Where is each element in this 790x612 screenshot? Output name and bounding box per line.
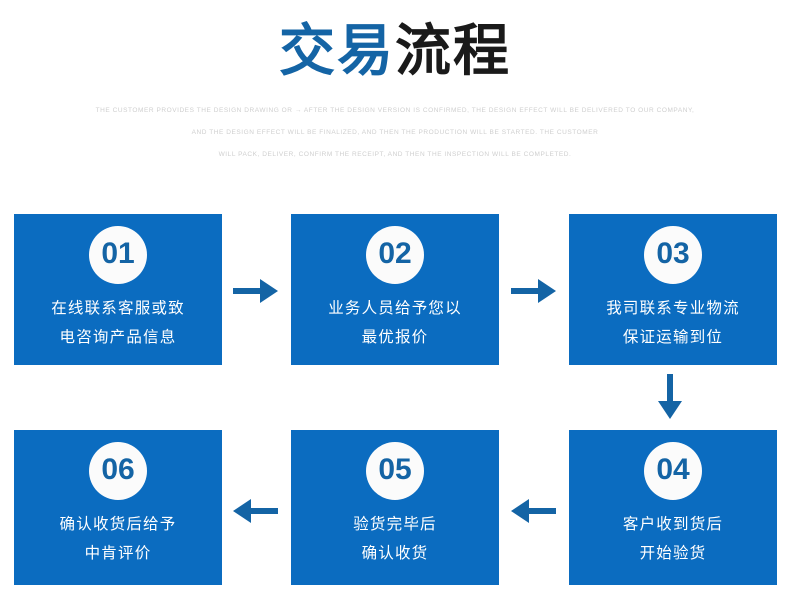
process-flow: 01 在线联系客服或致 电咨询产品信息 02 业务人员给予您以 最优报价 03 … [0,214,790,586]
step-number-badge-03: 03 [644,226,702,284]
step-number-01: 01 [101,237,135,270]
step-card-04[interactable]: 04 客户收到货后 开始验货 [569,430,777,585]
step-text-01: 在线联系客服或致 电咨询产品信息 [51,294,185,352]
step-text-05-line2: 确认收货 [361,545,429,562]
page-subtitle: THE CUSTOMER PROVIDES THE DESIGN DRAWING… [0,100,790,166]
arrow-right-icon [233,276,279,306]
step-card-01[interactable]: 01 在线联系客服或致 电咨询产品信息 [14,214,222,365]
step-number-05: 05 [378,453,412,486]
step-card-05[interactable]: 05 验货完毕后 确认收货 [291,430,499,585]
subtitle-line-2: AND THE DESIGN EFFECT WILL BE FINALIZED,… [191,129,599,136]
step-text-06-line1: 确认收货后给予 [59,516,177,533]
arrow-right-icon [511,276,557,306]
step-text-03-line2: 保证运输到位 [622,329,724,346]
step-number-badge-04: 04 [644,442,702,500]
step-number-03: 03 [656,237,690,270]
step-text-05-line1: 验货完毕后 [353,516,437,533]
subtitle-line-3: WILL PACK, DELIVER, CONFIRM THE RECEIPT,… [218,151,572,158]
page-title-secondary: 流程 [395,19,511,82]
step-card-03[interactable]: 03 我司联系专业物流 保证运输到位 [569,214,777,365]
step-text-02-line1: 业务人员给予您以 [328,300,462,317]
arrow-left-icon [511,496,557,526]
step-number-04: 04 [656,453,690,486]
step-number-badge-01: 01 [89,226,147,284]
step-text-03: 我司联系专业物流 保证运输到位 [606,294,740,352]
step-text-04-line1: 客户收到货后 [622,516,724,533]
step-text-05: 验货完毕后 确认收货 [353,510,437,568]
step-text-02-line2: 最优报价 [361,329,429,346]
step-text-03-line1: 我司联系专业物流 [606,300,740,317]
arrow-down-icon [655,374,685,420]
page-title-primary: 交易 [279,19,395,82]
step-text-02: 业务人员给予您以 最优报价 [328,294,462,352]
page-title: 交易流程 [0,18,790,84]
step-text-06: 确认收货后给予 中肯评价 [60,510,177,568]
step-number-02: 02 [378,237,412,270]
step-number-badge-05: 05 [366,442,424,500]
step-card-02[interactable]: 02 业务人员给予您以 最优报价 [291,214,499,365]
step-number-badge-06: 06 [89,442,147,500]
step-number-badge-02: 02 [366,226,424,284]
step-text-04-line2: 开始验货 [639,545,707,562]
page-header: 交易流程 THE CUSTOMER PROVIDES THE DESIGN DR… [0,0,790,166]
step-text-06-line2: 中肯评价 [84,545,152,562]
step-number-06: 06 [101,453,135,486]
arrow-left-icon [233,496,279,526]
step-text-01-line2: 电咨询产品信息 [59,329,177,346]
step-card-06[interactable]: 06 确认收货后给予 中肯评价 [14,430,222,585]
step-text-04: 客户收到货后 开始验货 [623,510,723,568]
step-text-01-line1: 在线联系客服或致 [51,300,185,317]
subtitle-line-1: THE CUSTOMER PROVIDES THE DESIGN DRAWING… [95,107,695,114]
